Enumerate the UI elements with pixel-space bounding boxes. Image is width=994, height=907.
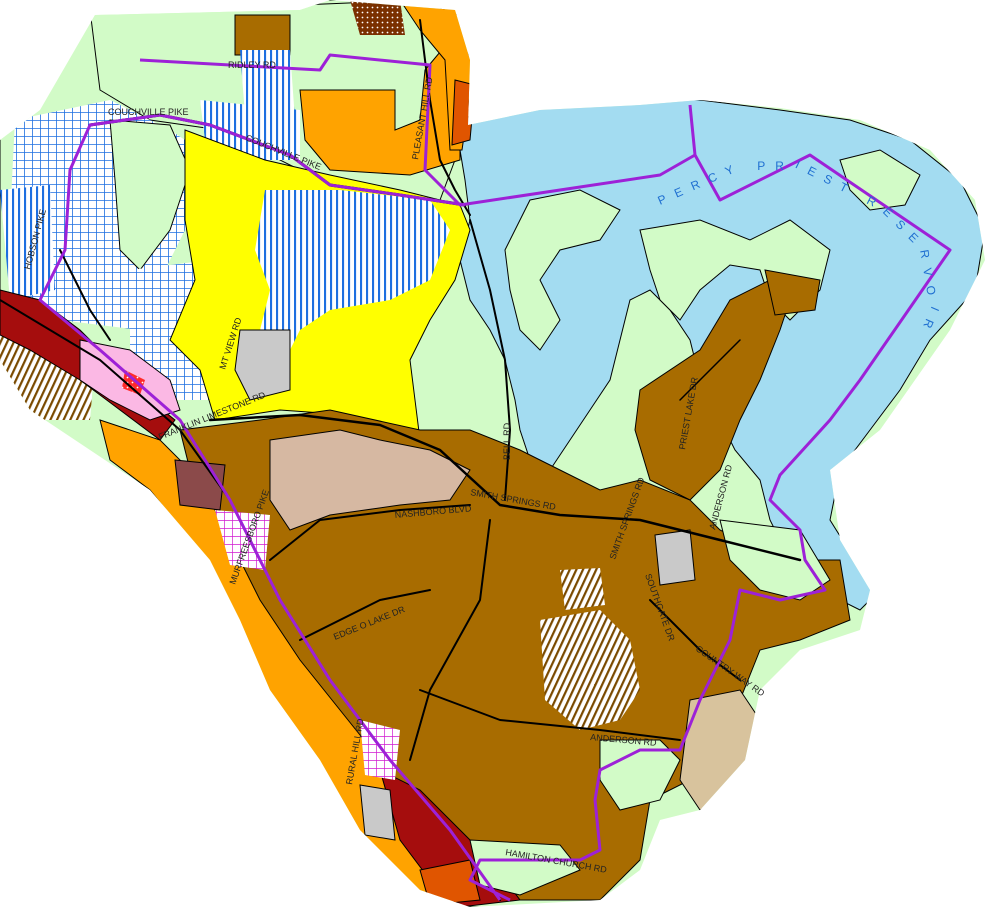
brown-hatch-2 bbox=[560, 568, 605, 610]
road-interior[interactable] bbox=[409, 519, 491, 761]
road-smith-springs[interactable] bbox=[208, 413, 802, 562]
industrial-hatch bbox=[255, 190, 450, 350]
southeast-tan bbox=[679, 689, 761, 811]
southeast-open bbox=[599, 739, 681, 811]
road-label-bell-rd: BELL RD bbox=[502, 422, 512, 460]
road-nashboro[interactable] bbox=[269, 504, 471, 561]
road-hobson[interactable] bbox=[59, 249, 111, 341]
pike-plum bbox=[174, 459, 226, 511]
peninsula-1 bbox=[504, 189, 621, 351]
peninsula-3 bbox=[839, 149, 921, 211]
road-edge-o-lake[interactable] bbox=[299, 589, 431, 641]
road-label-couchville-pike-west: COUCHVILLE PIKE bbox=[108, 107, 189, 117]
brown-hatch-1 bbox=[540, 610, 640, 730]
north-brown-parcel bbox=[234, 14, 291, 56]
road-network bbox=[0, 19, 802, 901]
gray-parcel-2 bbox=[654, 529, 696, 586]
road-anderson[interactable] bbox=[419, 689, 681, 741]
gray-parcel-1 bbox=[234, 329, 291, 401]
road-pleasant-hill[interactable] bbox=[419, 19, 471, 216]
road-label-ridley-rd: RIDLEY RD bbox=[228, 60, 276, 70]
pike-gray bbox=[359, 784, 396, 841]
hamilton-open bbox=[469, 839, 581, 896]
district-boundary[interactable] bbox=[38, 53, 952, 902]
road-bell[interactable] bbox=[469, 219, 511, 501]
nashboro-tan bbox=[269, 429, 471, 531]
north-dots-parcel bbox=[350, 0, 405, 35]
priest-lake-brown-2 bbox=[764, 269, 821, 316]
road-priest-lake[interactable] bbox=[679, 339, 741, 401]
priest-lake-brown bbox=[634, 279, 791, 501]
road-country-way[interactable] bbox=[649, 599, 741, 681]
west-hatch-vert bbox=[0, 185, 55, 300]
west-open-strip bbox=[109, 119, 191, 271]
